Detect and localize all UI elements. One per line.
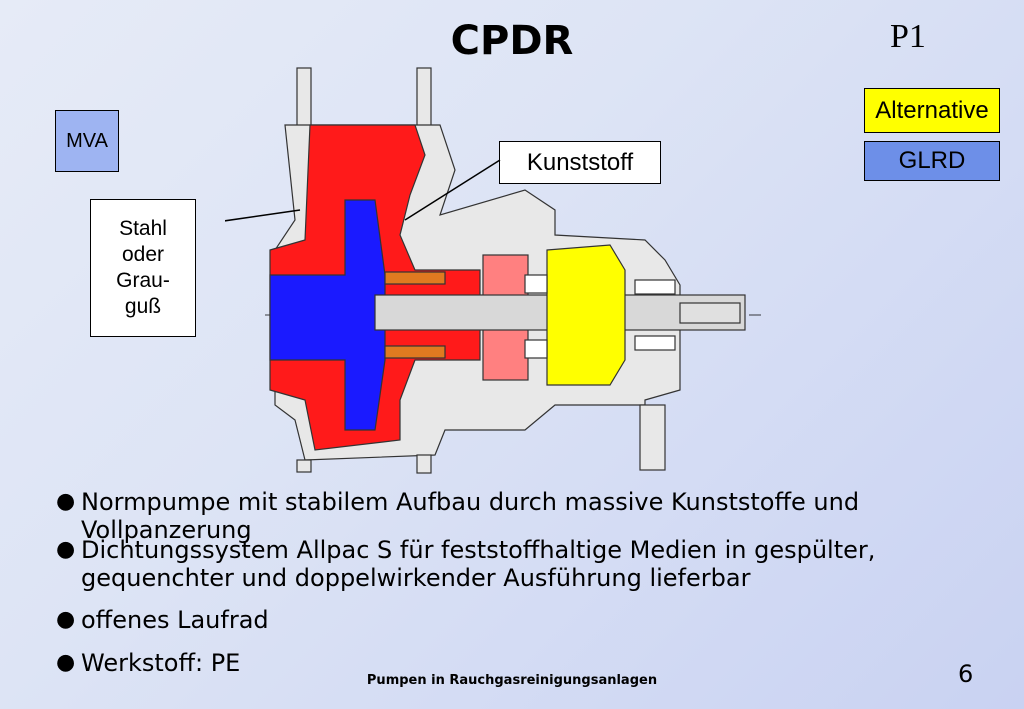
footer-text: Pumpen in Rauchgasreinigungsanlagen (366, 673, 658, 688)
bullet-dot-icon: ● (56, 607, 76, 632)
bullet-dot-icon: ● (56, 537, 76, 562)
page-number: 6 (958, 660, 974, 688)
slide-title: CPDR (450, 18, 574, 64)
bullet-dot-icon: ● (56, 489, 76, 514)
stahl-label: Stahl oder Grau- guß (90, 199, 196, 337)
mva-box: MVA (55, 110, 119, 172)
stahl-line-4: guß (124, 295, 162, 318)
stahl-line-2: oder (121, 243, 165, 266)
slide-id: P1 (890, 18, 926, 55)
bullet-dot-icon: ● (56, 650, 76, 675)
stahl-line-3: Grau- (116, 269, 170, 292)
alternative-box: Alternative (864, 88, 1000, 133)
pump-cross-section-drawing (225, 67, 765, 474)
glrd-box: GLRD (864, 141, 1000, 181)
stahl-line-1: Stahl (119, 217, 167, 240)
kunststoff-label: Kunststoff (499, 141, 661, 184)
